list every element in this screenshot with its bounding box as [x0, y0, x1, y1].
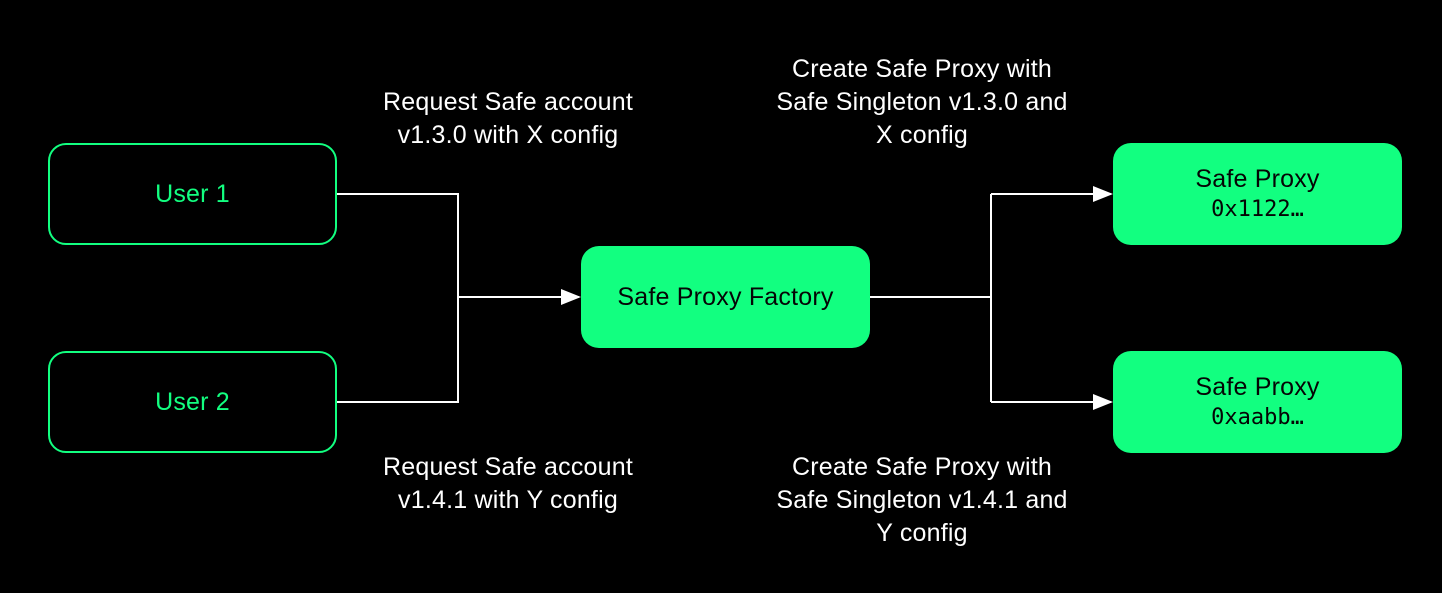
safe-proxy2-node: Safe Proxy 0xaabb… [1113, 351, 1402, 453]
safe-proxy1-address: 0x1122… [1211, 197, 1304, 223]
safe-proxy1-title: Safe Proxy [1195, 165, 1320, 194]
user1-node: User 1 [48, 143, 337, 245]
safe-proxy-factory-label: Safe Proxy Factory [617, 283, 834, 311]
annotation-request-v130: Request Safe account v1.3.0 with X confi… [383, 88, 633, 149]
safe-proxy1-node: Safe Proxy 0x1122… [1113, 143, 1402, 245]
user2-label: User 2 [155, 388, 230, 416]
users-merge-bracket [337, 193, 459, 403]
safe-proxy2-title: Safe Proxy [1195, 373, 1320, 402]
annotation-create-v141: Create Safe Proxy with Safe Singleton v1… [776, 453, 1068, 547]
annotation-request-v141: Request Safe account v1.4.1 with Y confi… [383, 453, 633, 514]
safe-proxy2-address: 0xaabb… [1211, 405, 1304, 431]
factory-split-bracket [870, 194, 992, 402]
safe-proxy-factory-node: Safe Proxy Factory [581, 246, 870, 348]
user1-label: User 1 [155, 180, 230, 208]
annotation-create-v130: Create Safe Proxy with Safe Singleton v1… [776, 55, 1068, 149]
user2-node: User 2 [48, 351, 337, 453]
